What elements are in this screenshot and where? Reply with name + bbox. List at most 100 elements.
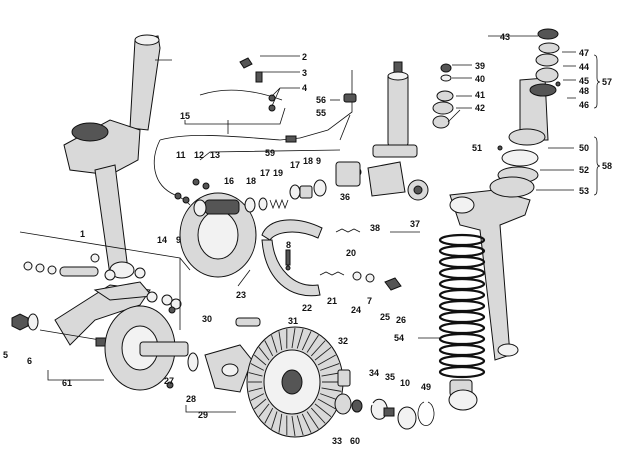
drum-fin [296, 415, 304, 436]
drum-fin [310, 340, 326, 357]
drum-fin [278, 331, 283, 351]
drum-fin [264, 407, 274, 424]
coil-spring [438, 233, 486, 411]
label-8: 8 [286, 240, 291, 250]
label-26: 26 [396, 315, 406, 325]
drum-fin [254, 398, 267, 410]
lower-arm-assembly [11, 253, 182, 347]
label-52: 52 [579, 165, 589, 175]
top-bearing-stack [489, 28, 561, 198]
part-number-labels: 2 3 4 15 55 56 59 11 12 13 16 18 17 1 9 1… [3, 32, 612, 446]
label-55: 55 [316, 108, 326, 118]
spring-coil [438, 299, 486, 313]
label-4: 4 [302, 83, 307, 93]
label-40: 40 [475, 74, 485, 84]
label-58: 58 [602, 161, 612, 171]
drum-fin [321, 387, 342, 392]
label-31: 31 [288, 316, 298, 326]
label-33: 33 [332, 436, 342, 446]
spring-coil [438, 233, 486, 247]
label-23: 23 [236, 290, 246, 300]
drum-fin [314, 403, 332, 418]
drum-fin [258, 347, 270, 361]
label-10: 10 [400, 378, 410, 388]
drum-fin [248, 387, 263, 392]
label-1: 1 [80, 229, 85, 239]
label-43: 43 [500, 32, 510, 42]
label-61: 61 [62, 378, 72, 388]
label-57: 57 [602, 77, 612, 87]
label-51: 51 [472, 143, 482, 153]
label-36: 36 [340, 192, 350, 202]
label-24: 24 [351, 305, 361, 315]
drum-fin [258, 403, 270, 417]
drum-fin [320, 363, 340, 371]
drum-fin [317, 354, 336, 366]
label-59: 59 [265, 148, 275, 158]
spring-coil [438, 310, 486, 324]
upper-mount-washers [432, 63, 454, 129]
drum-fin [301, 413, 312, 433]
label-2: 2 [302, 52, 307, 62]
label-9b: 9 [176, 235, 181, 245]
drum-fin [306, 334, 319, 353]
brake-drum [235, 317, 344, 438]
label-27: 27 [164, 376, 174, 386]
drum-fin [291, 327, 296, 349]
drum-fin [278, 413, 283, 433]
spring-coil [438, 354, 486, 368]
steering-knuckle [63, 34, 161, 279]
stub-axle-backplate [104, 305, 253, 393]
hub-bearings [334, 369, 435, 430]
label-17a: 17 [260, 168, 270, 178]
label-32: 32 [338, 336, 348, 346]
label-6: 6 [27, 356, 32, 366]
drum-fin [264, 340, 274, 357]
label-12: 12 [194, 150, 204, 160]
label-45: 45 [579, 76, 589, 86]
label-50: 50 [579, 143, 589, 153]
label-53: 53 [579, 186, 589, 196]
label-18a: 18 [246, 176, 256, 186]
label-46: 46 [579, 100, 589, 110]
label-9a: 9 [316, 156, 321, 166]
label-42: 42 [475, 103, 485, 113]
label-15: 15 [180, 111, 190, 121]
label-39: 39 [475, 61, 485, 71]
label-20: 20 [346, 248, 356, 258]
drum-fin [271, 411, 278, 429]
drum-fin [291, 415, 296, 437]
label-13: 13 [210, 150, 220, 160]
leader-lines [19, 35, 601, 413]
label-35: 35 [385, 372, 395, 382]
drum-fin [314, 346, 332, 361]
drum-fin [250, 393, 265, 401]
label-56: 56 [316, 95, 326, 105]
label-30: 30 [202, 314, 212, 324]
label-49: 49 [421, 382, 431, 392]
label-41: 41 [475, 90, 485, 100]
wheel-cylinder-parts [244, 179, 327, 213]
label-60: 60 [350, 436, 360, 446]
label-38: 38 [370, 223, 380, 233]
drum-fin [296, 328, 304, 349]
brake-shoes [261, 219, 361, 297]
label-21: 21 [327, 296, 337, 306]
label-14: 14 [157, 235, 167, 245]
label-25: 25 [380, 312, 390, 322]
drum-fin [301, 331, 312, 351]
label-7: 7 [367, 296, 372, 306]
label-34: 34 [369, 368, 379, 378]
label-3: 3 [302, 68, 307, 78]
drum-fin [248, 372, 263, 377]
brake-backplate [174, 178, 257, 278]
label-16: 16 [224, 176, 234, 186]
label-37: 37 [410, 219, 420, 229]
label-44: 44 [579, 62, 589, 72]
label-18b: 18 [303, 156, 313, 166]
spring-coil [438, 365, 486, 379]
label-11: 11 [176, 150, 186, 160]
spring-coil [438, 343, 486, 357]
